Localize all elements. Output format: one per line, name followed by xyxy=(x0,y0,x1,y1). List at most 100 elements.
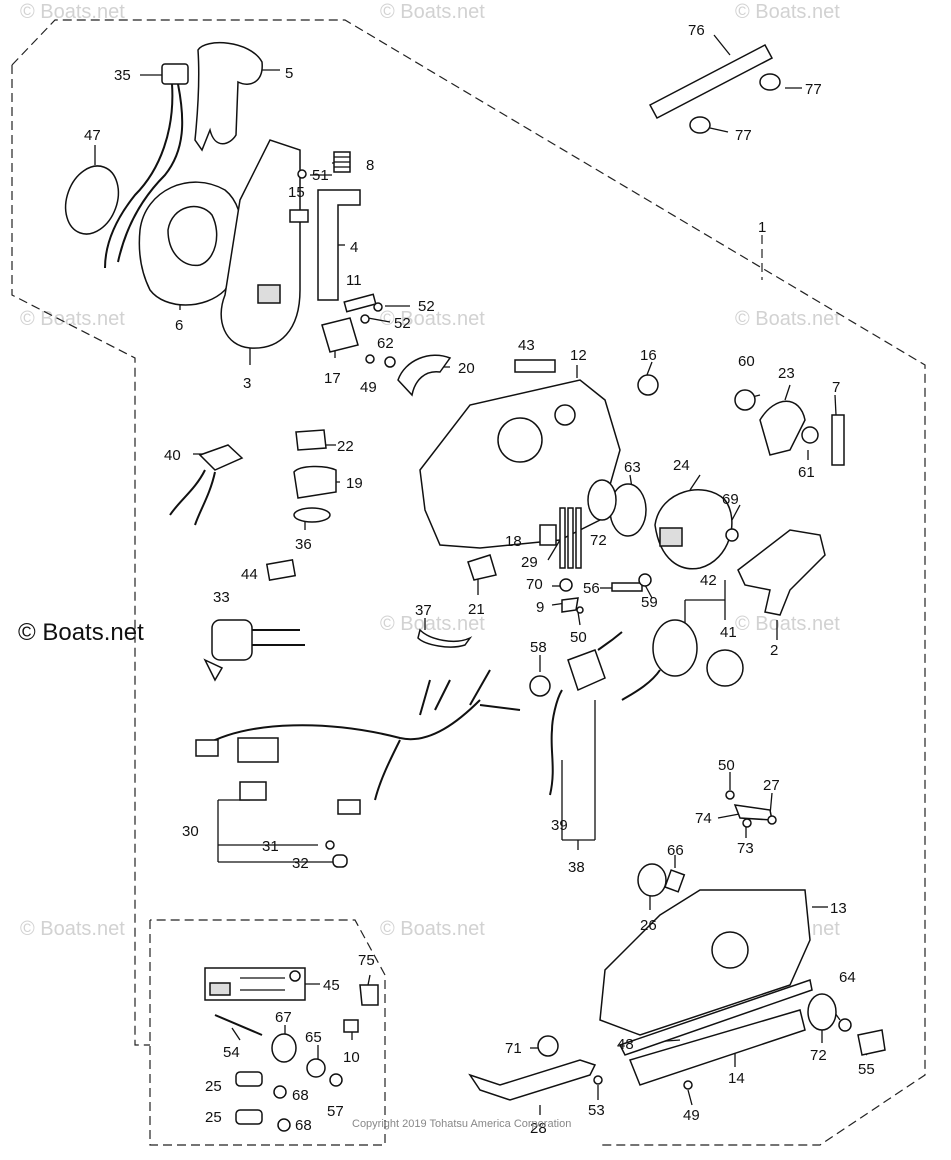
watermark-text: © Boats.net xyxy=(20,918,125,940)
part-label-33: 33 xyxy=(213,589,230,606)
part-label-10: 10 xyxy=(343,1049,360,1066)
part-label-54: 54 xyxy=(223,1044,240,1061)
part-label-17: 17 xyxy=(324,370,341,387)
part-label-57: 57 xyxy=(327,1103,344,1120)
part-label-59: 59 xyxy=(641,594,658,611)
part-label-52b: 52 xyxy=(394,315,411,332)
parts xyxy=(64,41,886,1132)
watermark-text: © Boats.net xyxy=(735,308,840,330)
part-label-14: 14 xyxy=(728,1070,745,1087)
part-label-62: 62 xyxy=(377,335,394,352)
watermark-text: © Boats.net xyxy=(380,613,485,635)
watermark-text: © Boats.net xyxy=(735,1,840,23)
part-label-23: 23 xyxy=(778,365,795,382)
part-label-25b: 25 xyxy=(205,1109,222,1126)
watermark-main-text: © Boats.net xyxy=(18,619,144,646)
watermarks: © Boats.net © Boats.net © Boats.net © Bo… xyxy=(18,1,840,940)
part-label-70: 70 xyxy=(526,576,543,593)
part-label-76: 76 xyxy=(688,22,705,39)
part-label-19: 19 xyxy=(346,475,363,492)
part-label-21: 21 xyxy=(468,601,485,618)
part-label-11: 11 xyxy=(346,272,362,289)
part-label-22: 22 xyxy=(337,438,354,455)
part-label-12: 12 xyxy=(570,347,587,364)
part-label-58: 58 xyxy=(530,639,547,656)
part-label-15: 15 xyxy=(288,184,305,201)
part-label-36: 36 xyxy=(295,536,312,553)
part-label-56: 56 xyxy=(583,580,600,597)
part-label-8: 8 xyxy=(366,157,374,174)
part-label-75: 75 xyxy=(358,952,375,969)
part-label-65: 65 xyxy=(305,1029,322,1046)
part-label-32: 32 xyxy=(292,855,309,872)
part-label-47: 47 xyxy=(84,127,101,144)
part-label-31: 31 xyxy=(262,838,279,855)
part-label-67: 67 xyxy=(275,1009,292,1026)
part-label-37: 37 xyxy=(415,602,432,619)
part-label-68b: 68 xyxy=(295,1117,312,1134)
part-label-50: 50 xyxy=(570,629,587,646)
copyright-text: Copyright 2019 Tohatsu America Corporati… xyxy=(352,1118,571,1130)
part-label-35: 35 xyxy=(114,67,131,84)
part-label-27: 27 xyxy=(763,777,780,794)
part-label-44: 44 xyxy=(241,566,258,583)
watermark-text: © Boats.net xyxy=(380,1,485,23)
part-label-74: 74 xyxy=(695,810,712,827)
part-label-9: 9 xyxy=(536,599,544,616)
part-label-42: 42 xyxy=(700,572,717,589)
part-label-25: 25 xyxy=(205,1078,222,1095)
part-label-38: 38 xyxy=(568,859,585,876)
part-label-20: 20 xyxy=(458,360,475,377)
part-label-13: 13 xyxy=(830,900,847,917)
watermark-text: © Boats.net xyxy=(380,918,485,940)
watermark-text: © Boats.net xyxy=(735,613,840,635)
part-label-3: 3 xyxy=(243,375,251,392)
part-label-77: 77 xyxy=(805,81,822,98)
part-label-69: 69 xyxy=(722,491,739,508)
part-label-77b: 77 xyxy=(735,127,752,144)
part-label-16: 16 xyxy=(640,347,657,364)
part-label-5: 5 xyxy=(285,65,293,82)
part-label-66: 66 xyxy=(667,842,684,859)
assembly-outline xyxy=(11,19,926,1146)
part-label-43: 43 xyxy=(518,337,535,354)
part-label-29: 29 xyxy=(521,554,538,571)
part-callouts: 1 2 3 4 5 6 7 8 9 10 11 12 13 14 15 16 1… xyxy=(84,22,875,1137)
part-label-40: 40 xyxy=(164,447,181,464)
part-label-72: 72 xyxy=(590,532,607,549)
watermark-text: © Boats.net xyxy=(20,308,125,330)
part-label-39: 39 xyxy=(551,817,568,834)
part-label-18: 18 xyxy=(505,533,522,550)
part-label-6: 6 xyxy=(175,317,183,334)
part-label-45: 45 xyxy=(323,977,340,994)
part-label-72b: 72 xyxy=(810,1047,827,1064)
part-label-51: 51 xyxy=(312,167,329,184)
part-label-7: 7 xyxy=(832,379,840,396)
part-label-61: 61 xyxy=(798,464,815,481)
part-label-49b: 49 xyxy=(683,1107,700,1124)
part-label-28: 28 xyxy=(530,1120,547,1137)
part-label-71: 71 xyxy=(505,1040,522,1057)
part-label-1: 1 xyxy=(758,219,766,236)
part-label-68: 68 xyxy=(292,1087,309,1104)
part-label-50b: 50 xyxy=(718,757,735,774)
part-label-49: 49 xyxy=(360,379,377,396)
part-label-60: 60 xyxy=(738,353,755,370)
part-label-63: 63 xyxy=(624,459,641,476)
part-label-53: 53 xyxy=(588,1102,605,1119)
part-label-30: 30 xyxy=(182,823,199,840)
part-label-41: 41 xyxy=(720,624,737,641)
part-label-4: 4 xyxy=(350,239,358,256)
part-label-64: 64 xyxy=(839,969,856,986)
part-label-73: 73 xyxy=(737,840,754,857)
part-label-55: 55 xyxy=(858,1061,875,1078)
part-label-2: 2 xyxy=(770,642,778,659)
watermark-text: © Boats.net xyxy=(20,1,125,23)
manual-book-icon xyxy=(209,982,231,996)
part-label-24: 24 xyxy=(673,457,690,474)
part-label-52: 52 xyxy=(418,298,435,315)
part-label-48: 48 xyxy=(617,1036,634,1053)
watermark-text: © Boats.net xyxy=(380,308,485,330)
